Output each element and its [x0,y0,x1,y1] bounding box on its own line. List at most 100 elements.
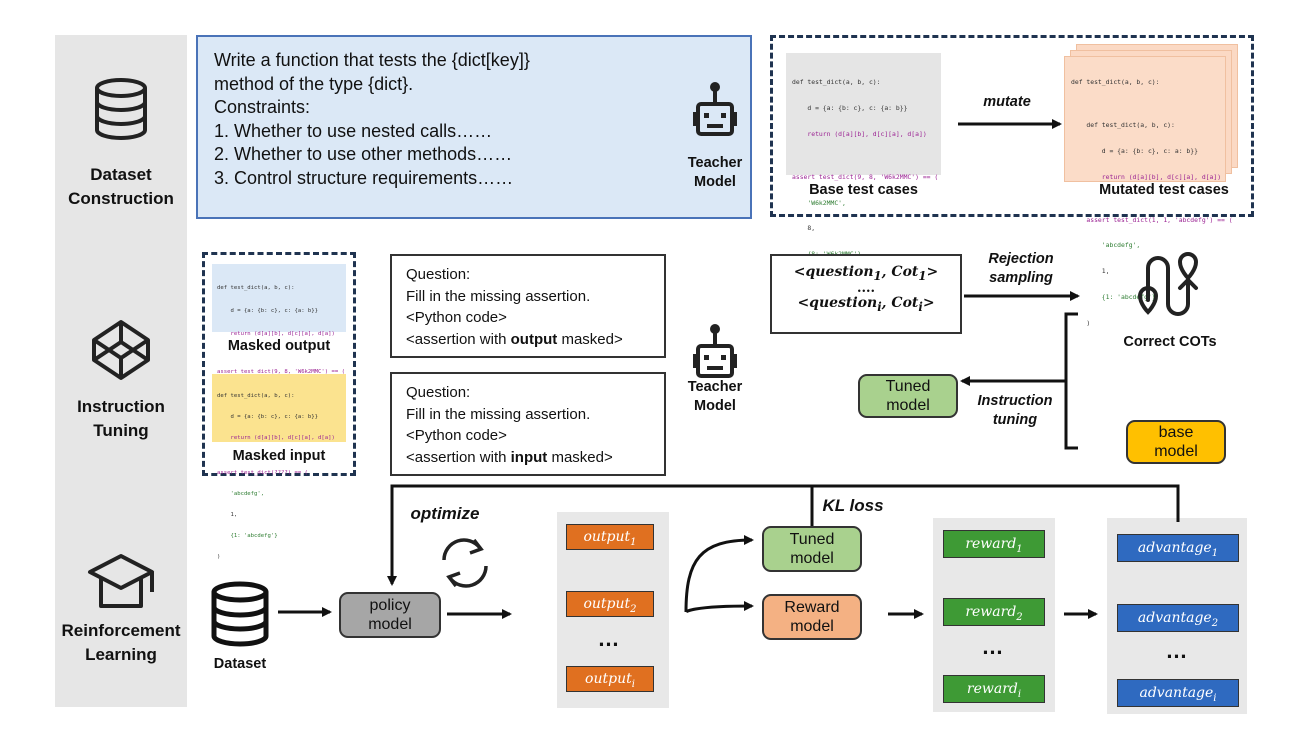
assertion-suffix: masked> [547,448,613,466]
robot-icon [693,324,737,378]
stage-instruction-tuning: Instruction Tuning [77,397,165,440]
masked-input-snippet: def test_dict(a, b, c): d = {a: {b: c}, … [212,374,346,560]
code-line: 'abcdefg', [217,491,265,497]
code-line: d = {a: {b: c}, c: a: b}} [1071,146,1198,155]
chip-subscript: i [1213,692,1217,704]
code-line: 8, [792,224,816,233]
reward-chip: reward1 [943,530,1045,558]
reward-chip: rewardi [943,675,1045,703]
mutated-test-case-snippet: def test_dict(a, b, c): def test_dict(a,… [1064,56,1233,327]
assertion-prefix: <assertion with [406,330,511,348]
database-icon [95,78,147,140]
advantage-chip: advantage2 [1117,604,1239,632]
assertion-masked-part: input [510,448,548,466]
question-instruction: Fill in the missing assertion. [406,405,591,423]
reward-chip: reward2 [943,598,1045,626]
code-line: return (d[a][b], d[c][a], d[a]) [217,435,335,441]
stage-dataset-construction: Dataset Construction [68,165,174,208]
masked-output-label: Masked output [227,338,331,354]
output-chip: outputi [566,666,654,692]
prompt-line: 3. Control structure requirements…… [214,167,514,188]
chip-subscript: 1 [1016,543,1023,555]
chip-text: reward [965,604,1017,620]
optimize-label: optimize [410,504,480,523]
base-test-cases-label: Base test cases [809,182,918,198]
question-heading: Question: [406,384,471,401]
code-line: {1: 'abcdefg'} [217,533,278,539]
cube-icon [92,320,150,380]
chip-subscript: 2 [630,603,637,615]
code-line: {1: 'abcdefg'} [1071,293,1156,302]
prompt-line: 1. Whether to use nested calls…… [214,120,493,141]
subscript: 1 [918,268,927,283]
question-word: question [809,294,878,311]
chip-subscript: i [631,678,635,690]
code-line: return (d[a][b], d[c][a], d[a]) [1071,172,1222,181]
code-line: def test_dict(a, b, c): [1071,78,1160,87]
chip-text: advantage [1137,540,1212,556]
output-chip: output2 [566,591,654,617]
question-assertion: <assertion with input masked> [406,447,650,469]
assertion-masked-part: output [510,330,558,348]
masked-input-label: Masked input [232,448,326,464]
chip-subscript: 2 [1016,611,1023,623]
code-line: 'abcdefg', [1071,241,1141,250]
masked-output-snippet: def test_dict(a, b, c): d = {a: {b: c}, … [212,264,346,420]
code-block: def test_dict(a, b, c): d = {a: {b: c}, … [212,374,346,580]
chip-text: reward [966,681,1018,697]
graduation-cap-icon [88,554,154,608]
refresh-icon [442,538,488,588]
advantage-chip: advantagei [1117,679,1239,707]
advantage-chip: advantage1 [1117,534,1239,562]
code-line: def test_dict(a, b, c): [792,78,881,87]
teacher-model-label: Teacher Model [687,379,743,414]
question-word: question [805,264,874,280]
dataset-database-icon [211,581,269,647]
code-line: return (d[a][b], d[c][a], d[a]) [217,330,335,337]
code-line: 'W6k2MMC', [792,198,846,207]
teacher-model-label: Teacher Model [687,155,743,190]
instruction-tuning-bracket [1064,312,1078,450]
outputs-to-reward-arrow [684,601,754,614]
chip-text: reward [965,536,1017,552]
instruction-tuning-label: Instruction tuning [977,393,1053,428]
route-icon [1137,252,1199,316]
code-line: 1, [1071,267,1110,276]
reward-model: Reward model [762,594,862,640]
question-code-placeholder: <Python code> [406,309,507,326]
question-input-masked: Question: Fill in the missing assertion.… [390,372,666,476]
assertion-suffix: masked> [557,330,623,348]
tuned-model-rl: Tuned model [762,526,862,572]
chip-text: advantage [1139,685,1214,701]
chip-text: advantage [1137,610,1212,626]
cot-word: Cot [891,264,919,280]
question-assertion: <assertion with output masked> [406,329,650,351]
code-line: d = {a: {b: c}, c: {a: b}} [217,414,319,420]
question-output-masked: Question: Fill in the missing assertion.… [390,254,666,358]
policy-model: policy model [339,592,441,638]
chip-subscript: 1 [630,536,637,548]
chip-text: output [583,596,631,612]
code-line: assert test_dict(????) == ( [217,470,308,476]
ellipsis: … [981,634,1007,659]
code-line: return (d[a][b], d[c][a], d[a]) [792,129,927,138]
chip-subscript: 1 [1211,547,1219,559]
code-line: def test_dict(a, b, c): [1071,121,1175,130]
tuned-model-it: Tuned model [858,374,958,418]
kl-loss-label: KL loss [822,496,884,515]
question-code-placeholder: <Python code> [406,427,507,444]
chip-text: output [585,671,632,687]
ellipsis: … [1165,638,1191,663]
stage-reinforcement-learning: Reinforcement Learning [61,621,181,664]
prompt-line: 2. Whether to use other methods…… [214,144,513,164]
prompt-line: Constraints: [214,97,311,117]
output-chip: output1 [566,524,654,550]
prompt-line: method of the type {dict}. [214,73,414,94]
generation-prompt: Write a function that tests the {dict[ke… [196,35,752,219]
question-cot-dots: .... [856,280,876,296]
